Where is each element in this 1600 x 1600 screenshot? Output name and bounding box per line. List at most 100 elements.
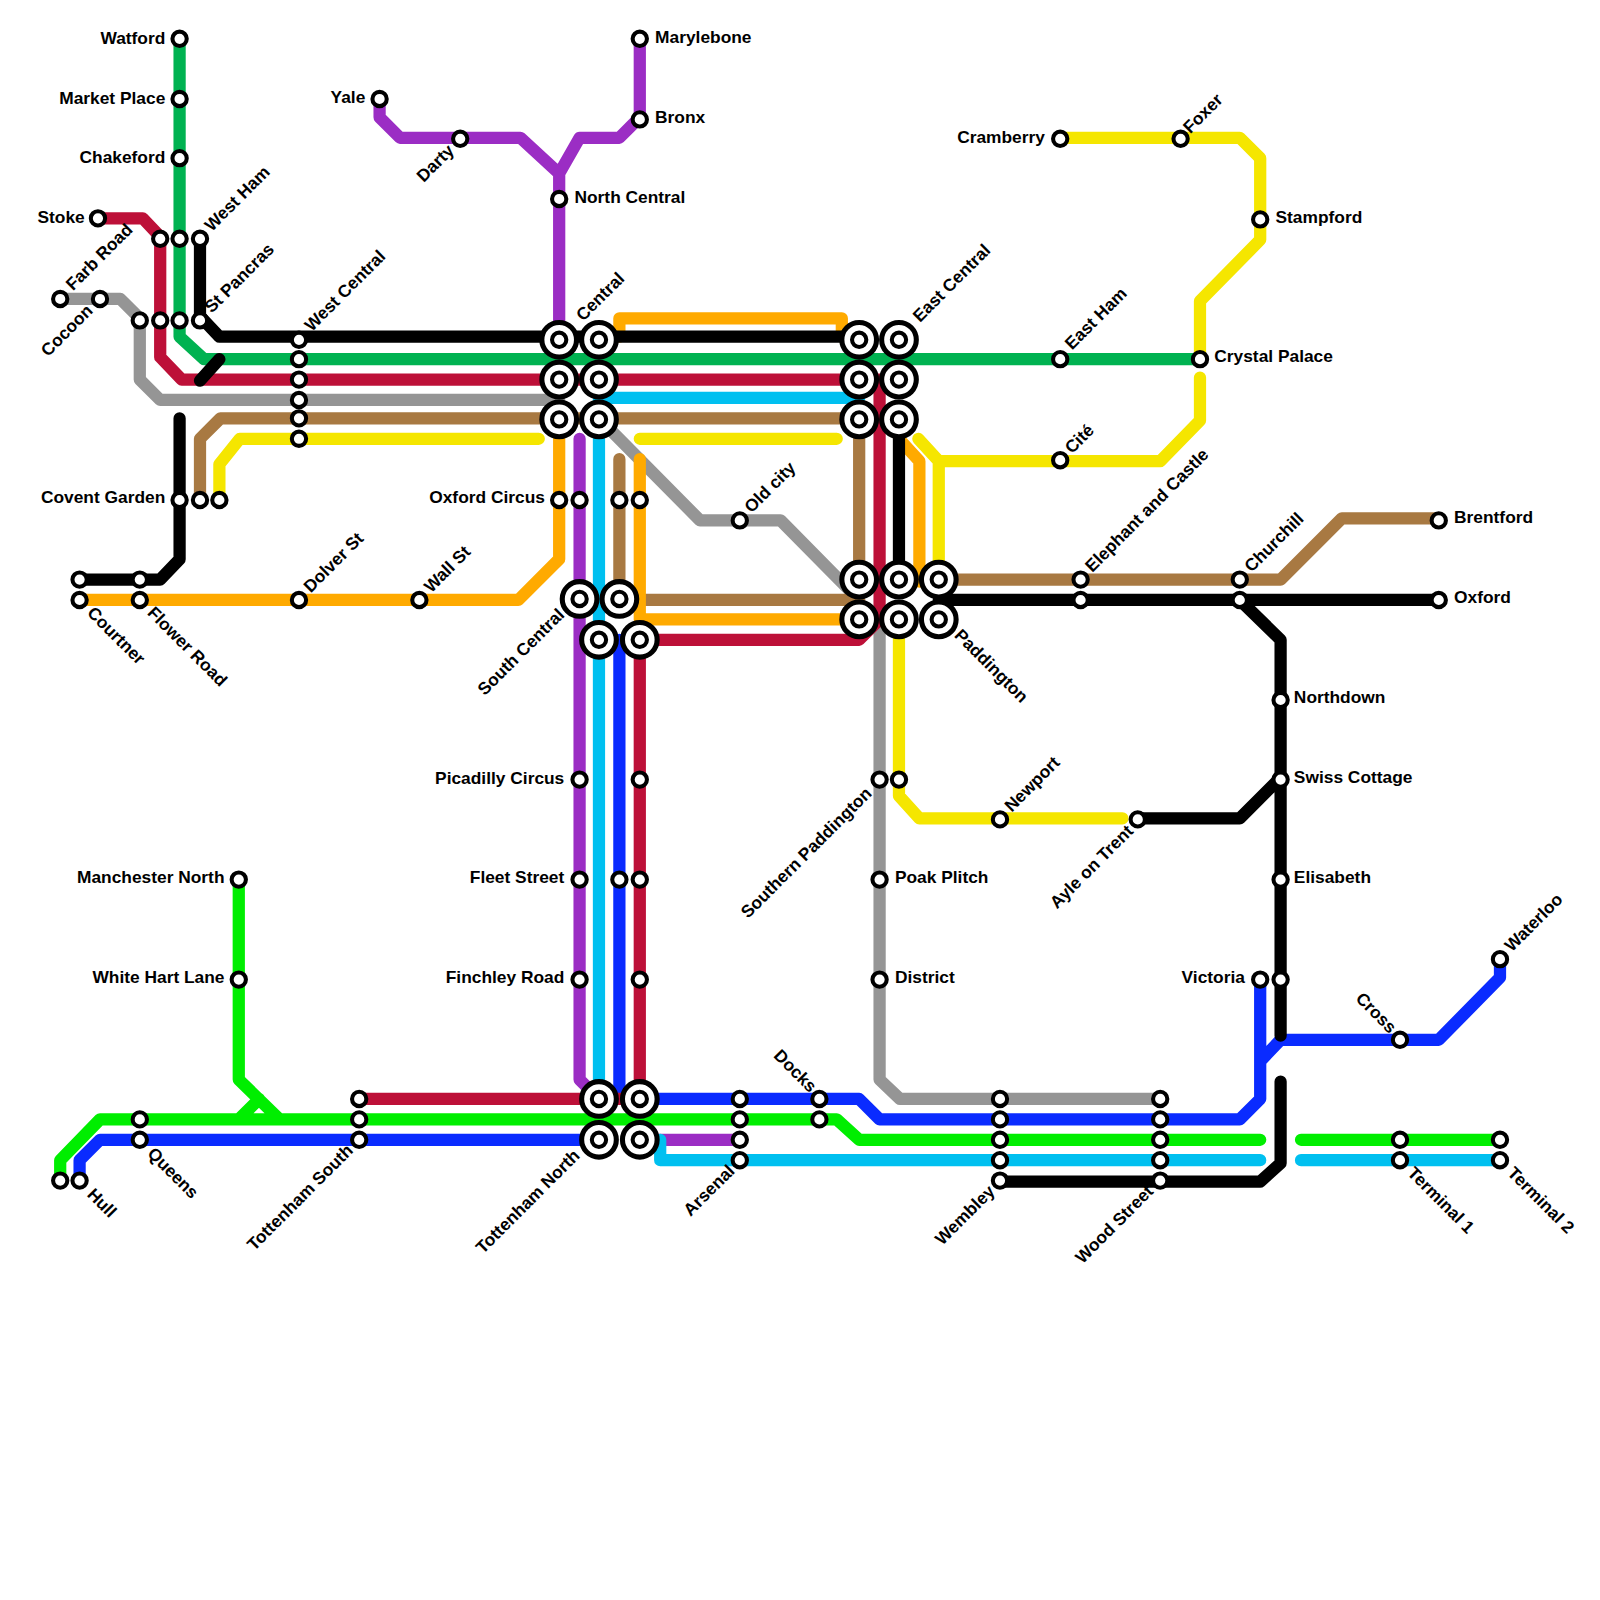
interchange-ring [921,562,956,597]
interchange-ring [582,402,617,437]
station-dot [633,772,647,786]
station-label: Hull [83,1185,121,1223]
station-dot [993,1112,1007,1126]
station-dot [292,372,306,386]
station-dot [372,92,386,106]
interchange-ring [882,362,917,397]
station-label: Old city [741,458,800,517]
station-label: Oxford [1454,588,1511,608]
interchange-dot [932,572,946,586]
station-dot [193,493,207,507]
interchange-ring [582,1082,617,1117]
station-dot [993,1173,1007,1187]
station-label: Manchester North [77,867,224,887]
interchange-ring [842,562,877,597]
station-dot [572,493,586,507]
interchange-ring [542,362,577,397]
interchange-dot [633,1092,647,1106]
station-label: Cramberry [957,128,1045,148]
station-dot [1493,1153,1507,1167]
brown-line [200,418,1439,600]
station-label: West Ham [201,162,275,236]
station-label: Stoke [37,208,84,228]
station-label: Bronx [655,108,705,128]
yellow-line [219,138,1260,819]
interchange-dot [552,333,566,347]
interchange-dot [633,633,647,647]
station-label: Fleet Street [470,867,564,887]
station-dot [1153,1153,1167,1167]
station-dot [292,393,306,407]
station-dot [1432,513,1446,527]
station-label: Darty [412,141,458,187]
station-label: Waterloo [1501,890,1567,956]
station-dot [1233,593,1247,607]
interchange-dot [612,592,626,606]
station-dot [993,1092,1007,1106]
station-label: St Pancras [201,240,279,318]
station-dot [612,493,626,507]
station-dot [633,32,647,46]
station-label: Northdown [1294,688,1386,708]
purple-line [380,39,735,1140]
station-dot [1273,872,1287,886]
interchange-dot [852,612,866,626]
interchange-dot [592,333,606,347]
station-label: South Central [474,605,569,700]
interchange-dot [852,372,866,386]
station-label: Tottenham South [244,1141,358,1255]
interchange-dot [572,592,586,606]
station-dot [133,1133,147,1147]
station-dot [1153,1112,1167,1126]
interchange-ring [842,602,877,637]
station-dot [633,112,647,126]
interchange-dot [852,412,866,426]
interchange-ring [622,1122,657,1157]
station-dot [133,313,147,327]
station-dot [292,432,306,446]
station-label: Docks [769,1046,820,1097]
black-line [80,239,1439,1182]
interchange-ring [622,622,657,657]
station-label: Foxer [1180,90,1228,138]
station-label: Victoria [1182,967,1245,987]
station-dot [1253,212,1267,226]
station-dot [172,493,186,507]
station-label: Newport [1001,753,1064,816]
interchange-ring [542,402,577,437]
station-dot [172,92,186,106]
station-dot [1073,593,1087,607]
station-dot [1173,132,1187,146]
station-dot [1273,972,1287,986]
station-label: Wood Street [1072,1182,1158,1268]
station-dot [1273,693,1287,707]
station-dot [812,1092,826,1106]
interchange-ring [582,362,617,397]
stations [53,32,1507,1188]
interchange-ring [842,362,877,397]
station-label: Queens [143,1144,202,1203]
interchange-ring [582,1122,617,1157]
station-dot [1053,453,1067,467]
interchange-dot [892,333,906,347]
interchange-ring [882,602,917,637]
station-dot [633,972,647,986]
station-label: Market Place [59,89,165,109]
station-dot [72,572,86,586]
station-dot [193,313,207,327]
station-dot [1393,1153,1407,1167]
station-label: District [895,967,955,987]
station-dot [153,232,167,246]
station-dot [872,972,886,986]
station-dot [72,1173,86,1187]
interchange-dot [852,572,866,586]
station-dot [1233,572,1247,586]
station-dot [133,1112,147,1126]
station-dot [352,1133,366,1147]
station-label: Farb Road [62,220,137,295]
station-dot [733,1092,747,1106]
station-label: East Ham [1061,284,1131,354]
station-label: White Hart Lane [92,967,224,987]
station-label: Crystal Palace [1214,347,1333,367]
station-dot [1393,1033,1407,1047]
